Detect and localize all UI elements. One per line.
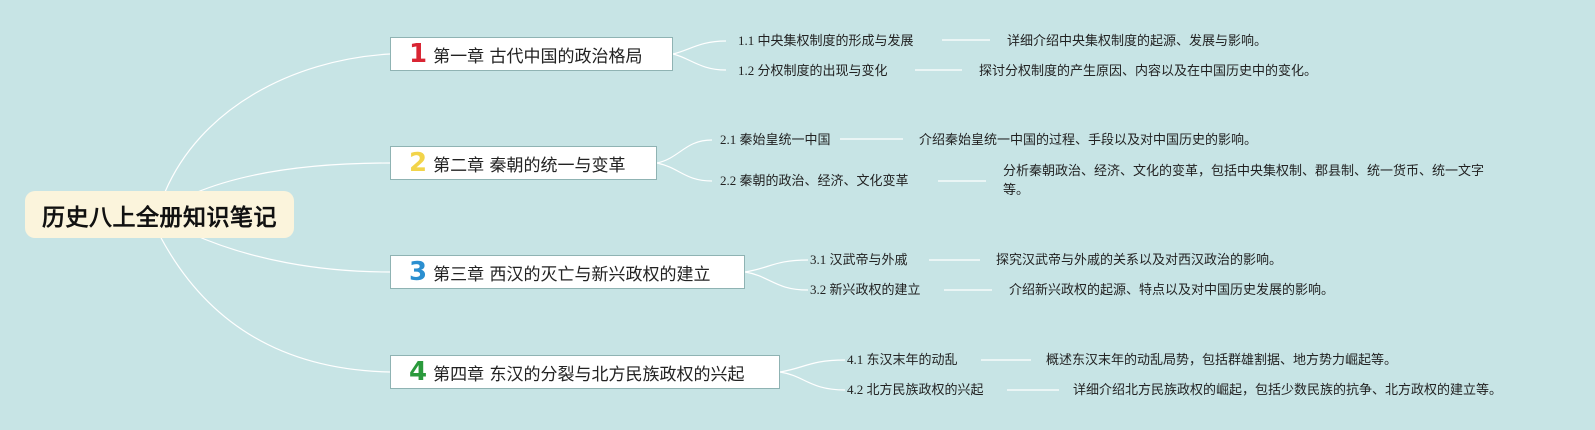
section-3-2[interactable]: 3.2 新兴政权的建立 <box>810 282 921 297</box>
section-1-1[interactable]: 1.1 中央集权制度的形成与发展 <box>738 33 914 48</box>
section-desc-1-1[interactable]: 详细介绍中央集权制度的起源、发展与影响。 <box>1007 33 1268 48</box>
chapter-number-3: 3 <box>409 257 428 287</box>
chapter-node-4[interactable]: 4 第四章 东汉的分裂与北方民族政权的兴起 <box>390 355 780 389</box>
chapter-number-1: 1 <box>409 39 428 69</box>
section-4-1[interactable]: 4.1 东汉末年的动乱 <box>847 352 958 367</box>
chapter-title-2: 第二章 秦朝的统一与变革 <box>433 155 626 176</box>
root-node[interactable]: 历史八上全册知识笔记 <box>25 191 294 238</box>
chapter-node-2[interactable]: 2 第二章 秦朝的统一与变革 <box>390 146 657 180</box>
chapter-node-3[interactable]: 3 第三章 西汉的灭亡与新兴政权的建立 <box>390 255 745 289</box>
section-4-2[interactable]: 4.2 北方民族政权的兴起 <box>847 382 984 397</box>
chapter-node-1[interactable]: 1 第一章 古代中国的政治格局 <box>390 37 673 71</box>
section-desc-3-1[interactable]: 探究汉武帝与外戚的关系以及对西汉政治的影响。 <box>996 252 1283 267</box>
root-title: 历史八上全册知识笔记 <box>42 204 277 231</box>
section-desc-4-2[interactable]: 详细介绍北方民族政权的崛起，包括少数民族的抗争、北方政权的建立等。 <box>1073 382 1503 397</box>
chapter-number-2: 2 <box>409 148 428 178</box>
chapter-title-1: 第一章 古代中国的政治格局 <box>433 46 643 67</box>
chapter-number-4: 4 <box>409 357 428 387</box>
chapter-title-4: 第四章 东汉的分裂与北方民族政权的兴起 <box>433 364 745 385</box>
section-desc-1-2[interactable]: 探讨分权制度的产生原因、内容以及在中国历史中的变化。 <box>979 63 1318 78</box>
section-3-1[interactable]: 3.1 汉武帝与外戚 <box>810 252 908 267</box>
section-2-1[interactable]: 2.1 秦始皇统一中国 <box>720 132 831 147</box>
chapter-title-3: 第三章 西汉的灭亡与新兴政权的建立 <box>433 264 711 285</box>
section-2-2[interactable]: 2.2 秦朝的政治、经济、文化变革 <box>720 173 909 188</box>
section-desc-3-2[interactable]: 介绍新兴政权的起源、特点以及对中国历史发展的影响。 <box>1009 282 1335 297</box>
section-desc-4-1[interactable]: 概述东汉末年的动乱局势，包括群雄割据、地方势力崛起等。 <box>1046 352 1398 367</box>
section-desc-2-1[interactable]: 介绍秦始皇统一中国的过程、手段以及对中国历史的影响。 <box>919 132 1258 147</box>
section-1-2[interactable]: 1.2 分权制度的出现与变化 <box>738 63 888 78</box>
section-desc-2-2[interactable]: 分析秦朝政治、经济、文化的变革，包括中央集权制、郡县制、统一货币、统一文字等。 <box>1003 163 1485 197</box>
